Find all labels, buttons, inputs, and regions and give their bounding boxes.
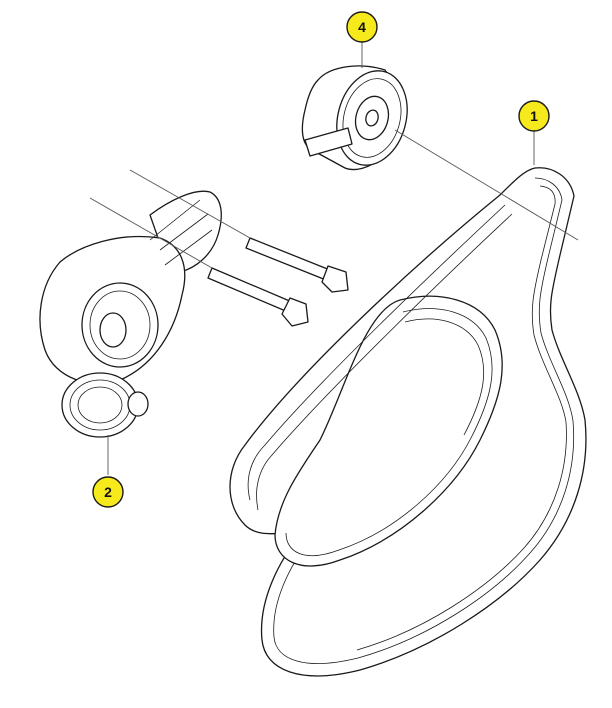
callout-belt: 1: [518, 100, 550, 132]
callout-idler: 4: [346, 11, 378, 43]
mounting-bolt-lower: [207, 267, 309, 327]
callout-number-idler: 4: [358, 19, 366, 35]
belt-tensioner: [39, 190, 222, 438]
mounting-bolt-upper: [245, 237, 349, 293]
callout-tensioner: 2: [92, 476, 124, 508]
callout-number-belt: 1: [530, 108, 538, 124]
callout-number-tensioner: 2: [104, 484, 112, 500]
serpentine-belt: [229, 167, 587, 677]
idler-pulley: [301, 65, 408, 171]
leader-lines: [89, 40, 579, 475]
